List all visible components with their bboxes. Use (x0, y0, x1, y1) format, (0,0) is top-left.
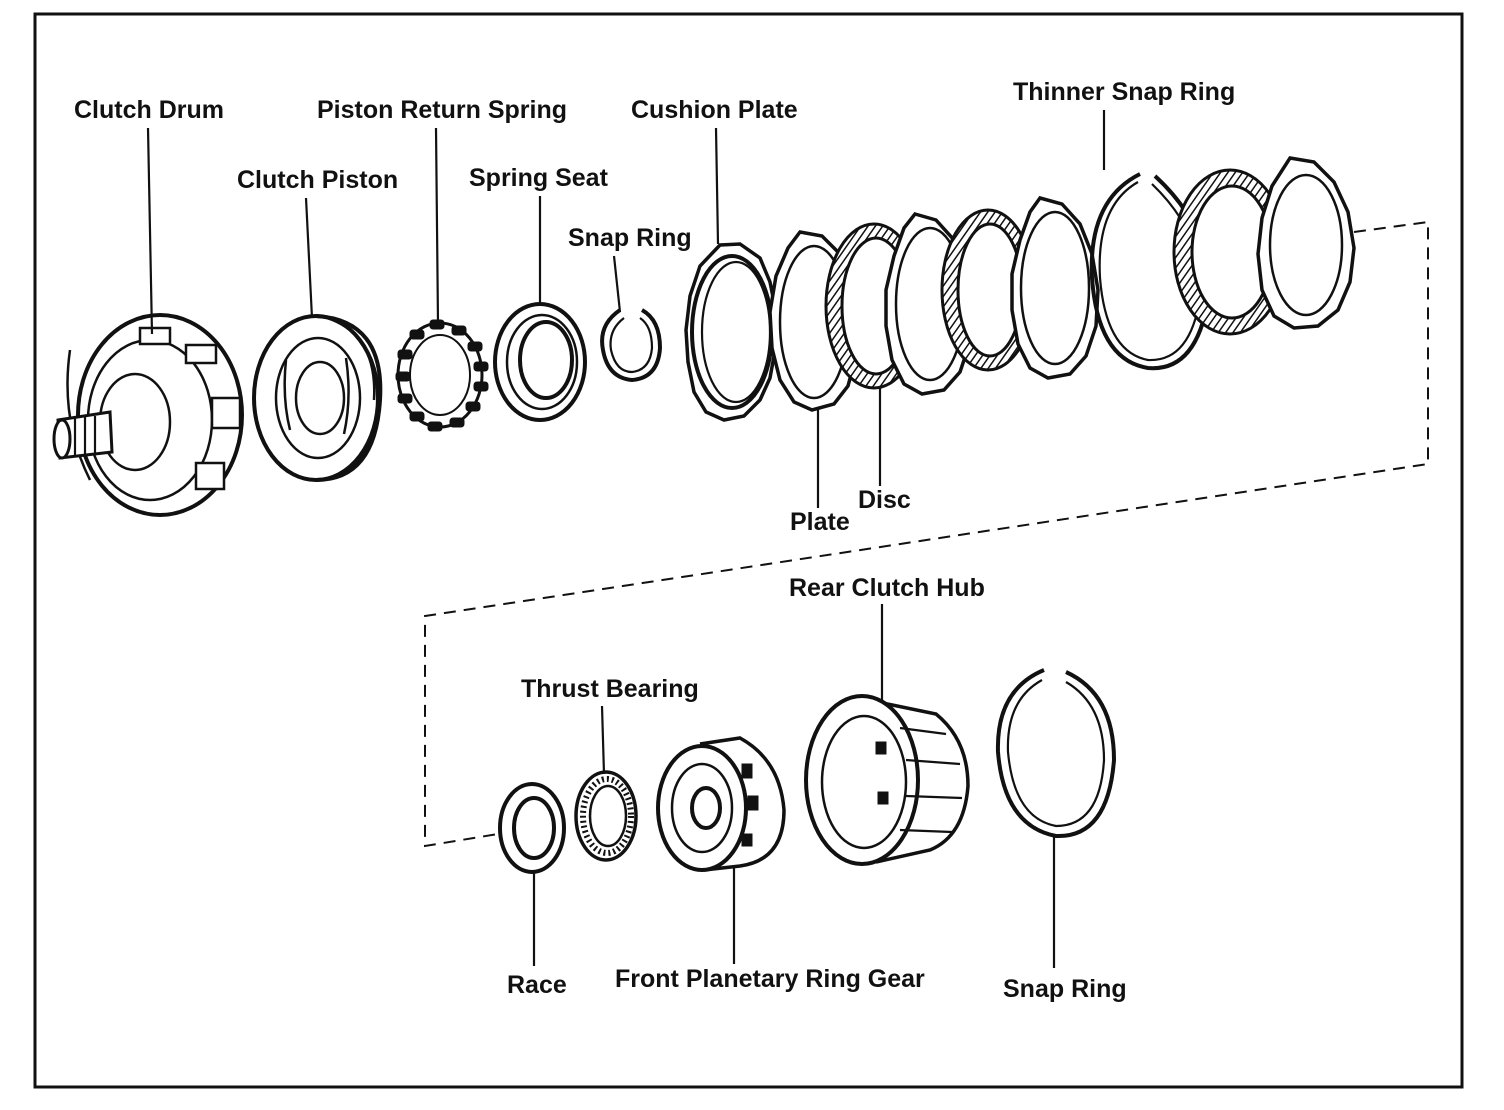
label-piston-return-spring: Piston Return Spring (317, 96, 567, 124)
piston-return-spring-part (395, 319, 489, 432)
label-clutch-piston: Clutch Piston (237, 166, 398, 194)
cushion-plate-part (684, 242, 778, 422)
clutch-piston-part (252, 314, 383, 482)
front-planetary-ring-gear-part (656, 736, 786, 872)
label-snap-ring-large: Snap Ring (1003, 975, 1127, 1003)
plate-4-part (1256, 156, 1356, 330)
dashed-connector (424, 220, 1429, 848)
label-thinner-snap-ring: Thinner Snap Ring (1013, 78, 1235, 106)
label-snap-ring-small: Snap Ring (568, 224, 692, 252)
leader-lines (146, 110, 1106, 968)
label-spring-seat: Spring Seat (469, 164, 609, 192)
disc-2-part (940, 208, 1036, 372)
snap-ring-small-part (600, 308, 663, 383)
label-cushion-plate: Cushion Plate (631, 96, 798, 124)
snap-ring-large-part (995, 668, 1117, 839)
race-part (498, 782, 566, 874)
label-plate: Plate (790, 508, 850, 536)
label-clutch-drum: Clutch Drum (74, 96, 224, 124)
label-race: Race (507, 971, 567, 999)
plate-3-part (1010, 195, 1100, 380)
label-disc: Disc (858, 486, 911, 514)
disc-3-part (1172, 168, 1288, 336)
thrust-bearing-part (574, 770, 638, 862)
clutch-drum-part (52, 313, 244, 517)
rear-clutch-hub-part (804, 694, 970, 866)
diagram-frame (33, 12, 1464, 1089)
spring-seat-part (493, 302, 587, 422)
label-thrust-bearing: Thrust Bearing (521, 675, 699, 703)
label-front-planetary-ring-gear: Front Planetary Ring Gear (615, 965, 925, 993)
label-rear-clutch-hub: Rear Clutch Hub (789, 574, 985, 602)
